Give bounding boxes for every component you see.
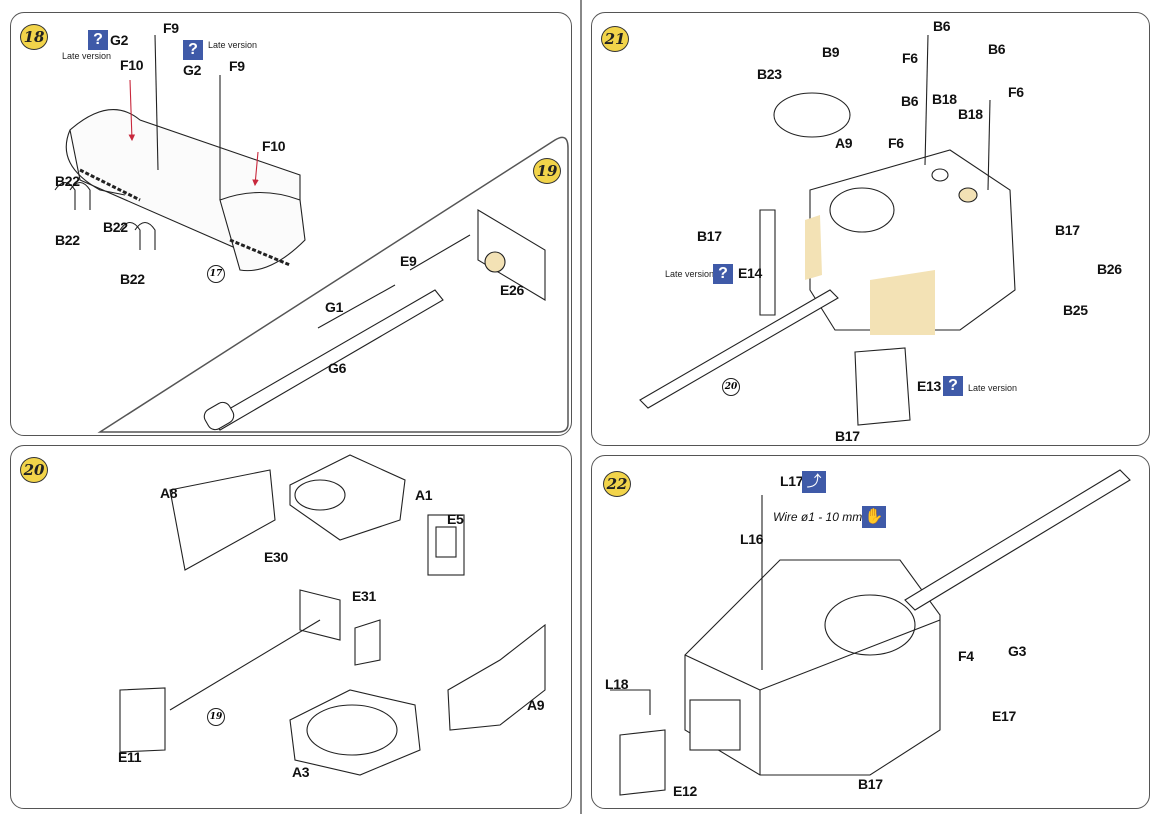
part-label: G3 bbox=[1008, 643, 1027, 659]
part-label: E11 bbox=[118, 749, 142, 765]
step-number-badge: 22 bbox=[603, 471, 631, 497]
part-label: E26 bbox=[500, 282, 525, 298]
part-label: G2 bbox=[110, 32, 129, 48]
part-label: B22 bbox=[55, 232, 80, 248]
part-label: B6 bbox=[901, 93, 919, 109]
step-reference: 20 bbox=[722, 378, 740, 396]
part-label: F6 bbox=[888, 135, 904, 151]
question-icon: ? bbox=[713, 264, 733, 284]
part-label: B17 bbox=[835, 428, 860, 444]
step-reference: 17 bbox=[207, 265, 225, 283]
part-label: B18 bbox=[958, 106, 983, 122]
part-label: B17 bbox=[858, 776, 883, 792]
part-label: E31 bbox=[352, 588, 377, 604]
part-label: A9 bbox=[835, 135, 853, 151]
page-fold bbox=[580, 0, 582, 814]
step-number-badge: 19 bbox=[533, 158, 561, 184]
part-label: L18 bbox=[605, 676, 629, 692]
part-label: B9 bbox=[822, 44, 840, 60]
part-label: F9 bbox=[229, 58, 245, 74]
part-label: G6 bbox=[328, 360, 347, 376]
part-label: A1 bbox=[415, 487, 433, 503]
part-label: B23 bbox=[757, 66, 782, 82]
step-19-panel bbox=[97, 136, 569, 433]
hand-icon: ✋ bbox=[862, 506, 886, 528]
part-label: G2 bbox=[183, 62, 202, 78]
part-label: B6 bbox=[988, 41, 1006, 57]
part-label: F4 bbox=[958, 648, 974, 664]
step-reference: 19 bbox=[207, 708, 225, 726]
part-label: F6 bbox=[1008, 84, 1024, 100]
question-icon: ? bbox=[943, 376, 963, 396]
note-late-version: Late version bbox=[968, 383, 1018, 393]
part-label: B18 bbox=[932, 91, 957, 107]
part-label: B26 bbox=[1097, 261, 1122, 277]
part-label: F10 bbox=[120, 57, 144, 73]
part-label: E17 bbox=[992, 708, 1017, 724]
part-label: B6 bbox=[933, 18, 951, 34]
part-label: B22 bbox=[120, 271, 145, 287]
part-label: E30 bbox=[264, 549, 289, 565]
step-number-badge: 21 bbox=[601, 26, 629, 52]
part-label: L17 bbox=[780, 473, 804, 489]
part-label: G1 bbox=[325, 299, 344, 315]
part-label: F9 bbox=[163, 20, 179, 36]
part-label: E9 bbox=[400, 253, 417, 269]
bend-icon: ⤴ bbox=[802, 471, 826, 493]
part-label: A3 bbox=[292, 764, 310, 780]
part-label: E12 bbox=[673, 783, 698, 799]
part-label: B25 bbox=[1063, 302, 1088, 318]
part-label: A8 bbox=[160, 485, 178, 501]
part-label: E14 bbox=[738, 265, 763, 281]
part-label: F10 bbox=[262, 138, 286, 154]
part-label: B17 bbox=[1055, 222, 1080, 238]
part-label: A9 bbox=[527, 697, 545, 713]
step-number-badge: 18 bbox=[20, 24, 48, 50]
note-late-version: Late version bbox=[208, 40, 258, 50]
part-label: B22 bbox=[55, 173, 80, 189]
note-late-version: Late version bbox=[665, 269, 715, 279]
part-label: F6 bbox=[902, 50, 918, 66]
note-late-version: Late version bbox=[62, 51, 112, 61]
question-icon: ? bbox=[88, 30, 108, 50]
part-label: L16 bbox=[740, 531, 764, 547]
step-number-badge: 20 bbox=[20, 457, 48, 483]
wire-note: Wire ø1 - 10 mm bbox=[773, 510, 863, 524]
part-label: E5 bbox=[447, 511, 464, 527]
part-label: E13 bbox=[917, 378, 942, 394]
question-icon: ? bbox=[183, 40, 203, 60]
part-label: B17 bbox=[697, 228, 722, 244]
part-label: B22 bbox=[103, 219, 128, 235]
